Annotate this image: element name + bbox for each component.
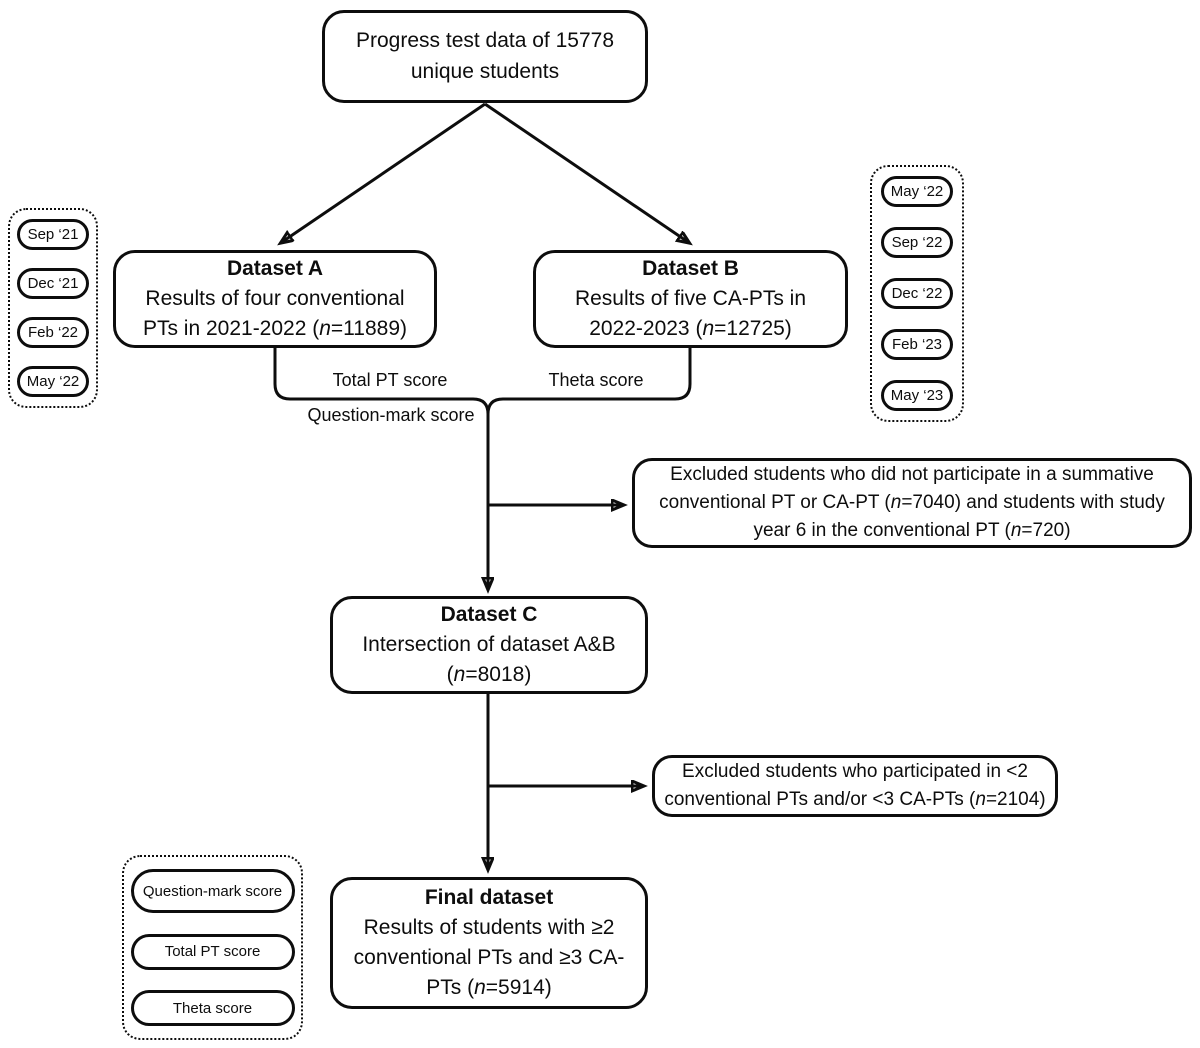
node-dataset-b: Dataset B Results of five CA-PTs in 2022… [533,250,848,348]
date-pill: May ‘22 [17,366,89,397]
node-title: Dataset B [642,256,739,280]
score-pill: Question-mark score [130,869,295,913]
arrow-top-to-dataset-a [282,102,486,242]
edge-dataset-b-merge [486,348,692,415]
node-dataset-a: Dataset A Results of four conventional P… [113,250,437,348]
date-pill: May ‘22 [881,176,953,207]
node-progress-test-data: Progress test data of 15778 unique stude… [322,10,648,103]
date-pill: Feb ‘22 [17,317,89,348]
timeline-right-group: May ‘22 Sep ‘22 Dec ‘22 Feb ‘23 May ‘23 [870,165,964,422]
timeline-left-group: Sep ‘21 Dec ‘21 Feb ‘22 May ‘22 [8,208,98,408]
node-excluded-participation: Excluded students who participated in <2… [652,755,1058,817]
node-body: Results of five CA-PTs in 2022-2023 (n=1… [574,286,807,340]
score-pill: Theta score [130,990,295,1026]
node-body: Intersection of dataset A&B (n=8018) [362,632,616,686]
node-body: Results of students with ≥2 conventional… [353,915,625,1000]
node-title: Dataset A [226,256,324,280]
date-pill: Sep ‘21 [17,219,89,250]
node-dataset-c: Dataset C Intersection of dataset A&B (n… [330,596,648,694]
edge-label-question-mark-score: Question-mark score [307,405,475,425]
node-excluded-summative: Excluded students who did not participat… [632,458,1192,548]
date-pill: Dec ‘22 [881,278,953,309]
node-body: Excluded students who participated in <2… [664,761,1046,810]
node-title: Final dataset [424,885,554,909]
edge-label-total-pt-score: Total PT score [332,370,448,390]
node-body: Excluded students who did not participat… [659,464,1165,541]
date-pill: Feb ‘23 [881,329,953,360]
score-legend-group: Question-mark score Total PT score Theta… [122,855,303,1040]
date-pill: Dec ‘21 [17,268,89,299]
date-pill: May ‘23 [881,380,953,411]
edge-dataset-a-merge [273,348,490,415]
node-title: Dataset C [440,602,538,626]
edge-label-theta-score: Theta score [548,370,644,390]
arrow-top-to-dataset-b [484,102,688,242]
date-pill: Sep ‘22 [881,227,953,258]
node-final-dataset: Final dataset Results of students with ≥… [330,877,648,1009]
score-pill: Total PT score [130,933,295,970]
node-body: Progress test data of 15778 unique stude… [356,29,614,83]
node-body: Results of four conventional PTs in 2021… [142,286,408,340]
